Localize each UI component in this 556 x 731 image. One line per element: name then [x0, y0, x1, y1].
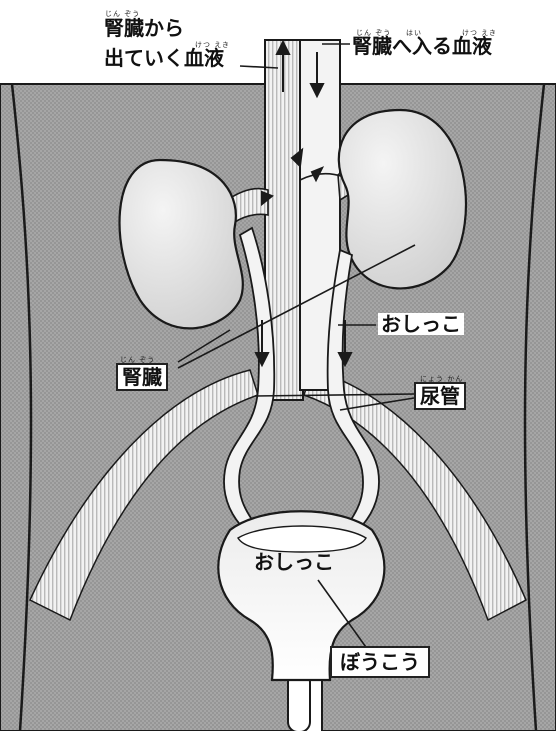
right-kidney [339, 110, 466, 288]
urine-bladder-label: おしっこ [254, 552, 334, 572]
urine-ureter-label: おしっこ [378, 313, 464, 335]
blood-out-label-line2: 出ていく血液 [104, 48, 224, 68]
bladder-label: ぼうこう [330, 646, 430, 678]
kidney-label: 腎臓 [116, 363, 168, 391]
ureter-label: 尿管 [414, 382, 466, 410]
blood-out-label-line1: 腎臓から [104, 18, 184, 38]
blood-in-label: 腎臓へ入る血液 [352, 36, 492, 56]
